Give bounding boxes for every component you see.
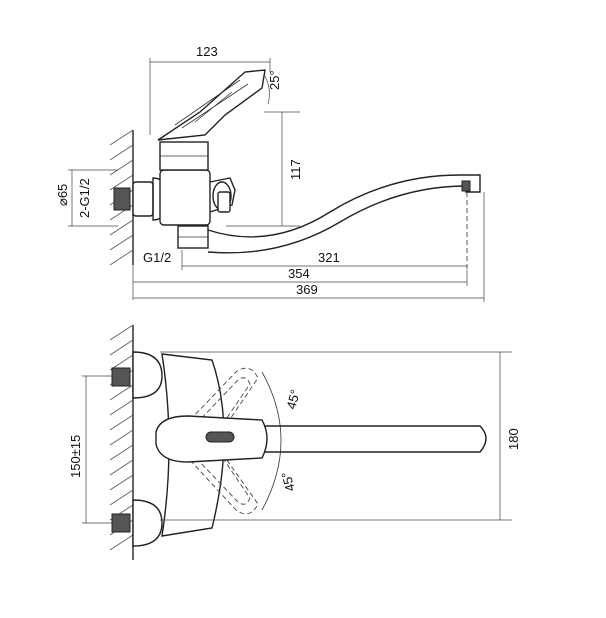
lever-handle-side[interactable] — [157, 69, 266, 141]
top-view: 45° 45° 150±15 180 — [68, 324, 521, 560]
lever-indicator — [205, 431, 235, 443]
wall-connector-top-lower — [111, 513, 131, 533]
side-view: 123 25° 117 ⌀65 2-G1/2 G1/2 321 354 369 — [55, 44, 485, 302]
dim-top-width: 123 — [196, 44, 218, 59]
lever-ghost-lower — [189, 455, 259, 515]
wall-connector-top-upper — [111, 367, 131, 387]
dim-angle-upper: 45° — [283, 388, 303, 411]
mixer-body-side — [159, 169, 211, 226]
wall-connector-side — [113, 187, 131, 211]
nut-top-upper — [132, 351, 163, 399]
lever-ghost-upper — [189, 367, 259, 429]
dim-handle-angle: 25° — [267, 70, 282, 90]
spout-side — [207, 174, 481, 254]
dim-spout-reach: 321 — [318, 250, 340, 265]
dim-angle-lower: 45° — [278, 470, 298, 493]
dim-thread: 2-G1/2 — [77, 178, 92, 218]
aerator-side — [461, 180, 471, 192]
dim-diameter: ⌀65 — [55, 184, 70, 206]
nut-top-lower — [132, 499, 163, 547]
rotation-arc — [261, 371, 282, 511]
dim-outlet-thread: G1/2 — [143, 250, 171, 265]
dim-width-180: 180 — [506, 428, 521, 450]
dim-reach-2: 354 — [288, 266, 310, 281]
eccentric-nut — [132, 181, 154, 217]
spout-top — [230, 425, 487, 453]
dim-height: 117 — [288, 159, 303, 180]
dim-overall-length: 369 — [296, 282, 318, 297]
dim-center-distance: 150±15 — [68, 435, 83, 478]
